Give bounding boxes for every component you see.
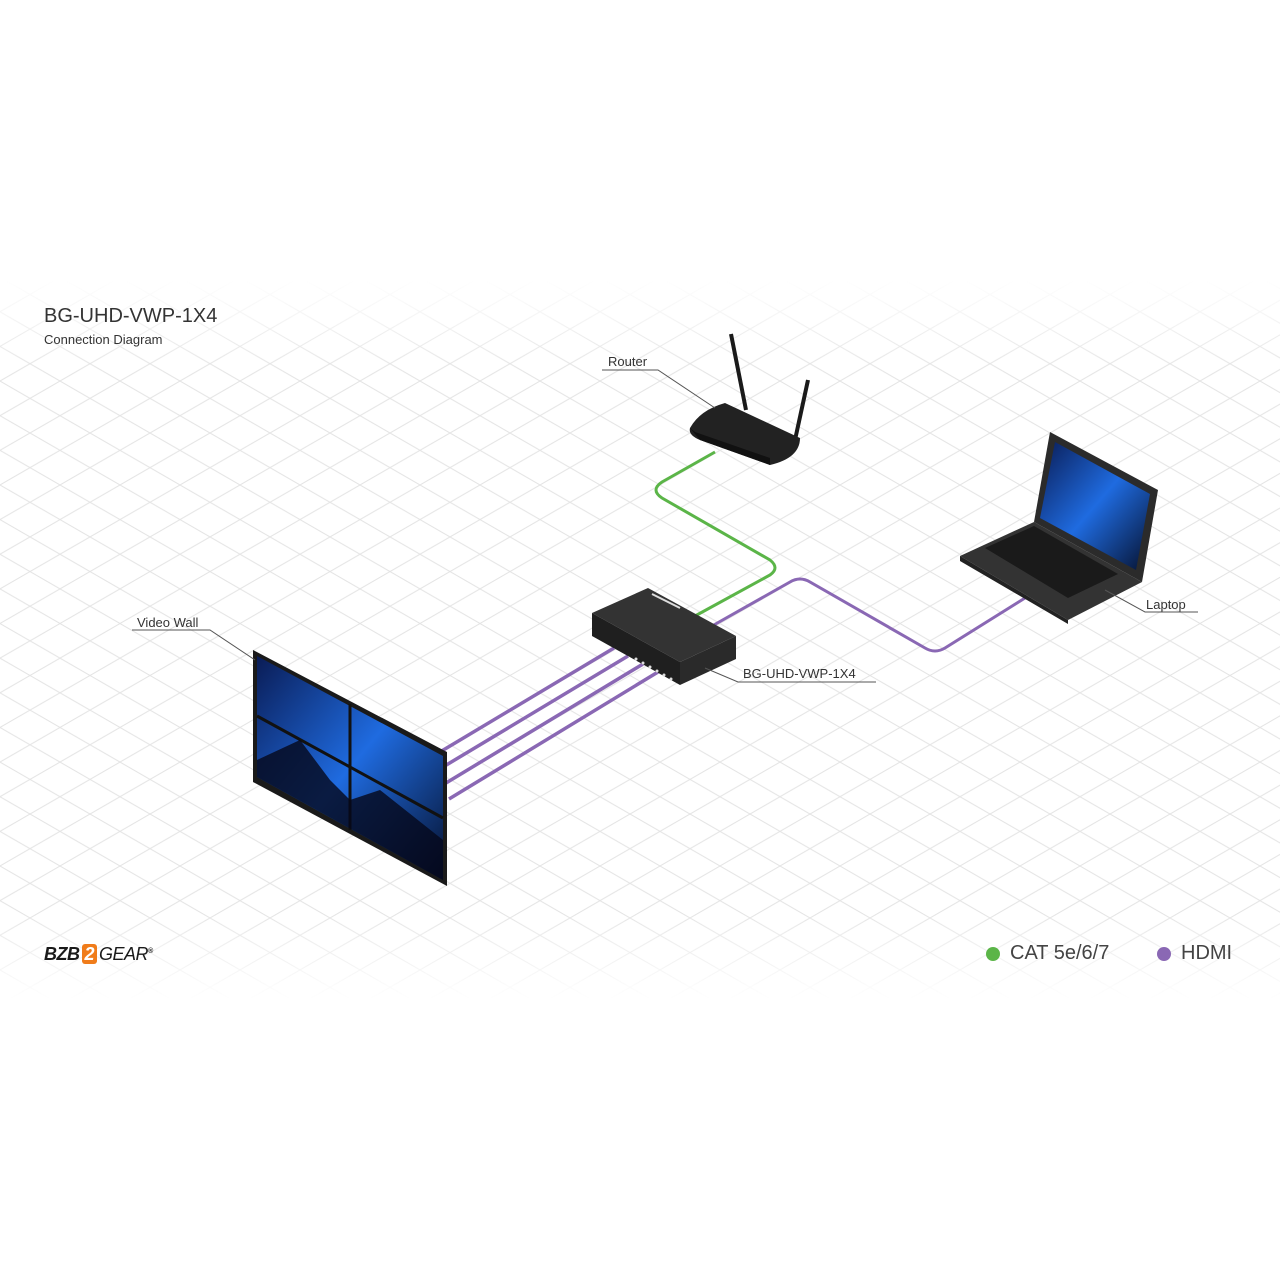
hdmi-legend-dot-icon xyxy=(1157,946,1171,961)
page-subtitle: Connection Diagram xyxy=(44,332,163,347)
video-wall xyxy=(253,650,447,886)
legend-label: CAT 5e/6/7 xyxy=(1010,942,1110,964)
leader-lines xyxy=(132,369,1198,683)
page-title: BG-UHD-VWP-1X4 xyxy=(44,305,218,327)
laptop-label: Laptop xyxy=(1146,597,1186,612)
cat-cable xyxy=(654,450,777,618)
legend-cat: CAT 5e/6/7 xyxy=(986,942,1109,965)
legend-label: HDMI xyxy=(1181,942,1233,964)
device-label: BG-UHD-VWP-1X4 xyxy=(743,666,856,681)
legend-hdmi: HDMI xyxy=(1157,942,1232,965)
router xyxy=(689,333,810,465)
cat-legend-dot-icon xyxy=(986,946,1000,961)
hdmi-cable-laptop xyxy=(711,577,1026,653)
hdmi-cables-video-wall xyxy=(439,646,659,801)
video-wall-label: Video Wall xyxy=(137,615,199,630)
laptop xyxy=(960,432,1158,624)
video-wall-processor xyxy=(592,588,736,685)
router-label: Router xyxy=(608,354,648,369)
